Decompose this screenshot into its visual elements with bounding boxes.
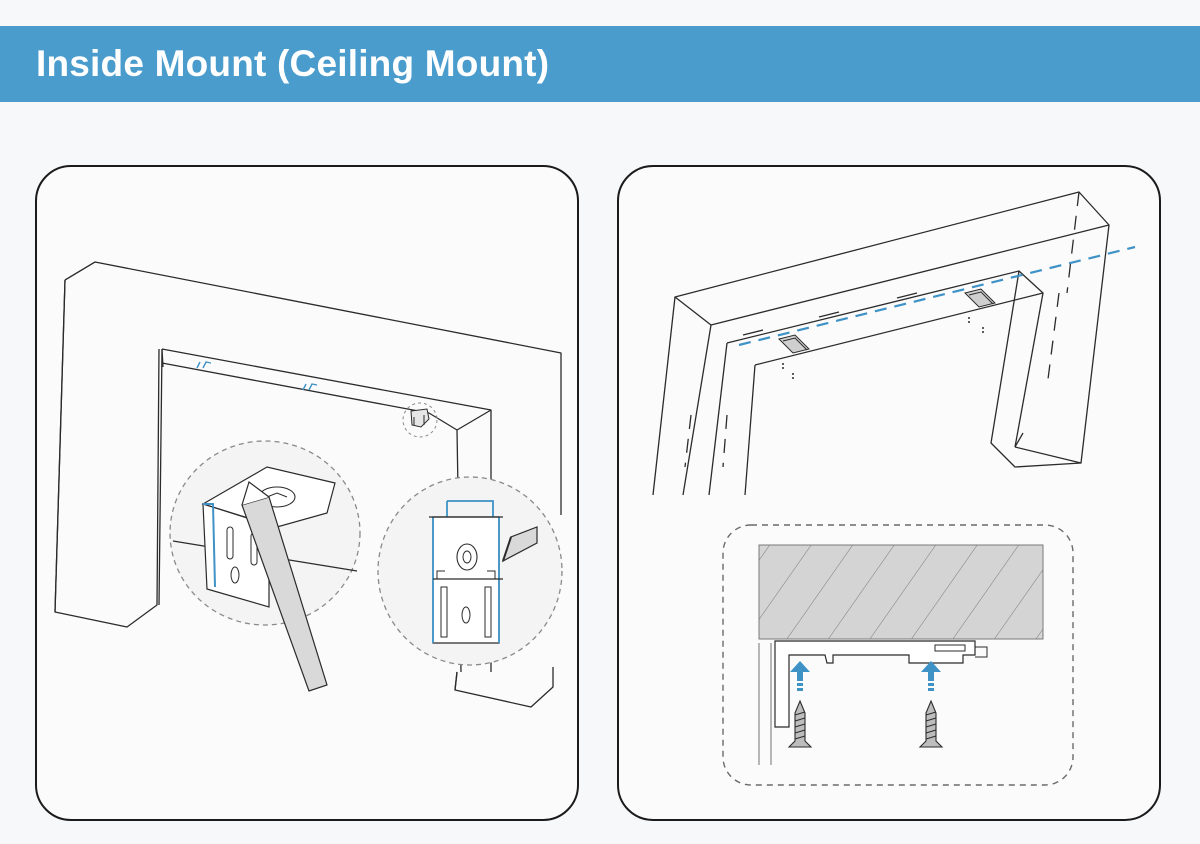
magnified-detail-bracket-pencil	[169, 440, 361, 692]
window-frame-outline	[652, 191, 1110, 496]
mark-position-illustration	[54, 261, 563, 708]
screw-icon	[782, 363, 794, 381]
screw-icon	[787, 699, 813, 748]
magnified-detail-bracket-front	[377, 476, 563, 666]
page-title: Inside Mount (Ceiling Mount)	[36, 43, 550, 84]
bracket-right	[964, 288, 996, 335]
arrow-up-icon	[921, 661, 941, 691]
bracket-left	[778, 334, 810, 381]
step-panel-install-brackets	[617, 165, 1161, 821]
ceiling-bracket-small	[402, 402, 438, 438]
screw-icon	[918, 699, 944, 748]
pencil-icon	[241, 481, 328, 692]
arrow-up-icon	[790, 661, 810, 691]
bracket-icon	[429, 500, 503, 644]
alignment-line	[738, 245, 1136, 347]
install-brackets-illustration	[652, 191, 1136, 786]
ceiling-cross-section	[758, 544, 1044, 640]
header-banner: Inside Mount (Ceiling Mount)	[0, 26, 1200, 102]
cross-section-detail	[722, 524, 1074, 786]
pencil-marks	[196, 361, 318, 391]
step-panel-mark-position	[35, 165, 579, 821]
